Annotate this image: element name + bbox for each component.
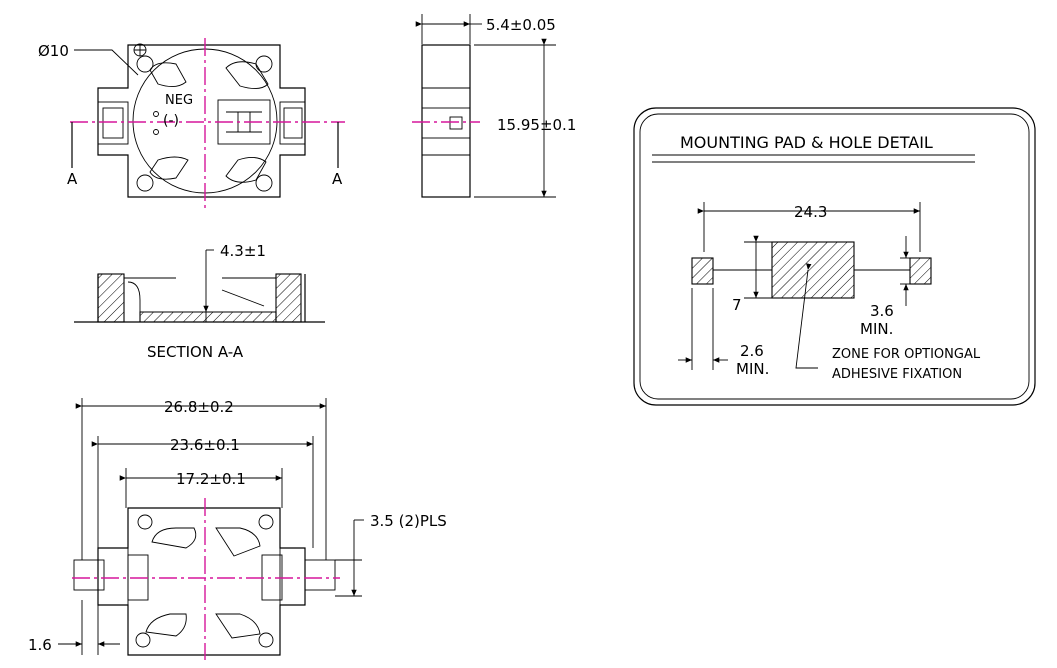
detail-pad-length-value: 2.6 (740, 342, 764, 360)
pad-offset-label: 1.6 (28, 636, 52, 654)
side-view (412, 14, 556, 198)
phi-label: Ø10 (38, 42, 69, 60)
side-width-label: 5.4±0.05 (486, 16, 556, 34)
detail-pad-width-min: MIN. (860, 320, 893, 338)
bottom-view (58, 398, 364, 660)
detail-pad-width-value: 3.6 (870, 302, 894, 320)
detail-title: MOUNTING PAD & HOLE DETAIL (680, 133, 933, 152)
detail-zone-line2: ADHESIVE FIXATION (832, 367, 962, 382)
mounting-detail-box (633, 107, 1036, 406)
section-title: SECTION A-A (147, 343, 244, 361)
section-a-left-label: A (67, 170, 78, 188)
section-height-label: 4.3±1 (220, 242, 266, 260)
detail-pad-length-min: MIN. (736, 360, 769, 378)
pad-span-label: 23.6±0.1 (170, 436, 240, 454)
detail-center-height-label: 7 (732, 296, 742, 314)
side-height-label: 15.95±0.1 (497, 116, 576, 134)
top-view (70, 38, 345, 208)
detail-zone-line1: ZONE FOR OPTIONGAL (832, 347, 981, 362)
section-view (74, 249, 325, 323)
section-a-right-label: A (332, 170, 343, 188)
body-span-label: 17.2±0.1 (176, 470, 246, 488)
neg-sign-label: (-) (163, 113, 179, 129)
pad-height-label: 3.5 (2)PLS (370, 512, 447, 530)
detail-span-label: 24.3 (794, 203, 827, 221)
overall-length-label: 26.8±0.2 (164, 398, 234, 416)
neg-label: NEG (165, 93, 193, 108)
